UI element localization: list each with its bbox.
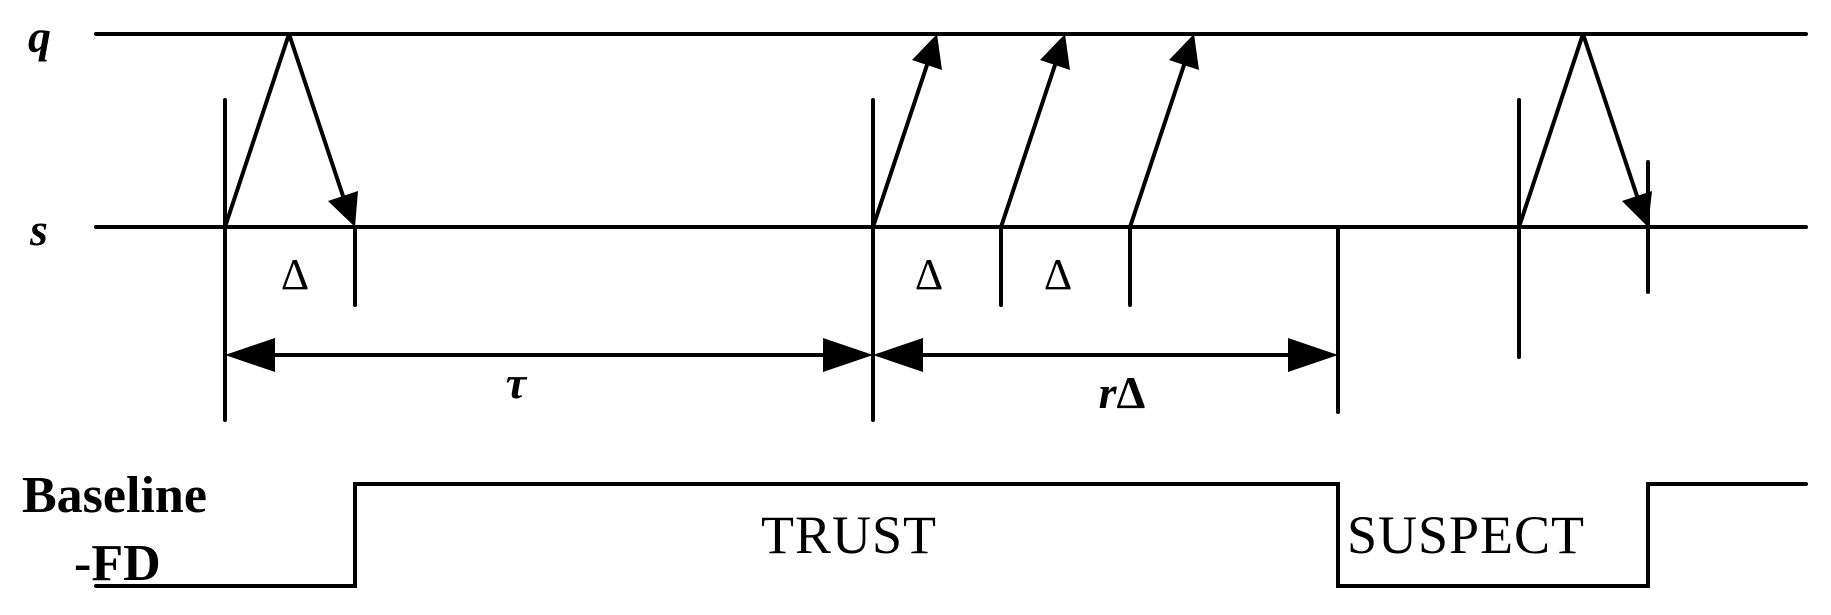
baseline-fd-label-line1: Baseline (22, 467, 207, 524)
delta-label-1: Δ (281, 250, 309, 299)
message-s-to-q-5 (1517, 32, 1585, 229)
state-suspect-label: SUSPECT (1347, 505, 1585, 565)
r-delta-arrowhead-left (873, 338, 923, 372)
arrowhead-3 (1040, 34, 1070, 70)
tau-span: τ (225, 338, 873, 408)
process-s-label: s (29, 204, 48, 255)
state-trust-label: TRUST (761, 505, 937, 565)
message-s-to-q-1 (223, 32, 291, 229)
delta-label-2: Δ (915, 250, 943, 299)
arrowhead-reply-1 (328, 191, 358, 227)
message-round-2 (1517, 32, 1652, 229)
tau-label: τ (506, 357, 528, 408)
tau-arrowhead-right (823, 338, 873, 372)
message-round-1 (223, 32, 358, 229)
baseline-fd-state-waveform (94, 482, 1808, 588)
delta-label-3: Δ (1044, 250, 1072, 299)
r-delta-label: rΔ (1099, 367, 1146, 418)
message-q-to-s-1 (287, 32, 345, 198)
arrowhead-2 (912, 34, 942, 70)
arrowhead-4 (1169, 34, 1199, 70)
r-delta-arrowhead-right (1288, 338, 1338, 372)
r-delta-span: rΔ (873, 338, 1338, 418)
process-q-label: q (28, 11, 51, 62)
lost-messages (871, 34, 1199, 229)
message-s-to-q-3 (999, 63, 1057, 229)
tau-arrowhead-left (225, 338, 275, 372)
baseline-fd-label-line2: -FD (74, 535, 161, 592)
message-s-to-q-2 (871, 63, 929, 229)
arrowhead-reply-5 (1622, 191, 1652, 227)
message-q-to-s-5 (1581, 32, 1639, 198)
message-s-to-q-4 (1128, 63, 1186, 229)
